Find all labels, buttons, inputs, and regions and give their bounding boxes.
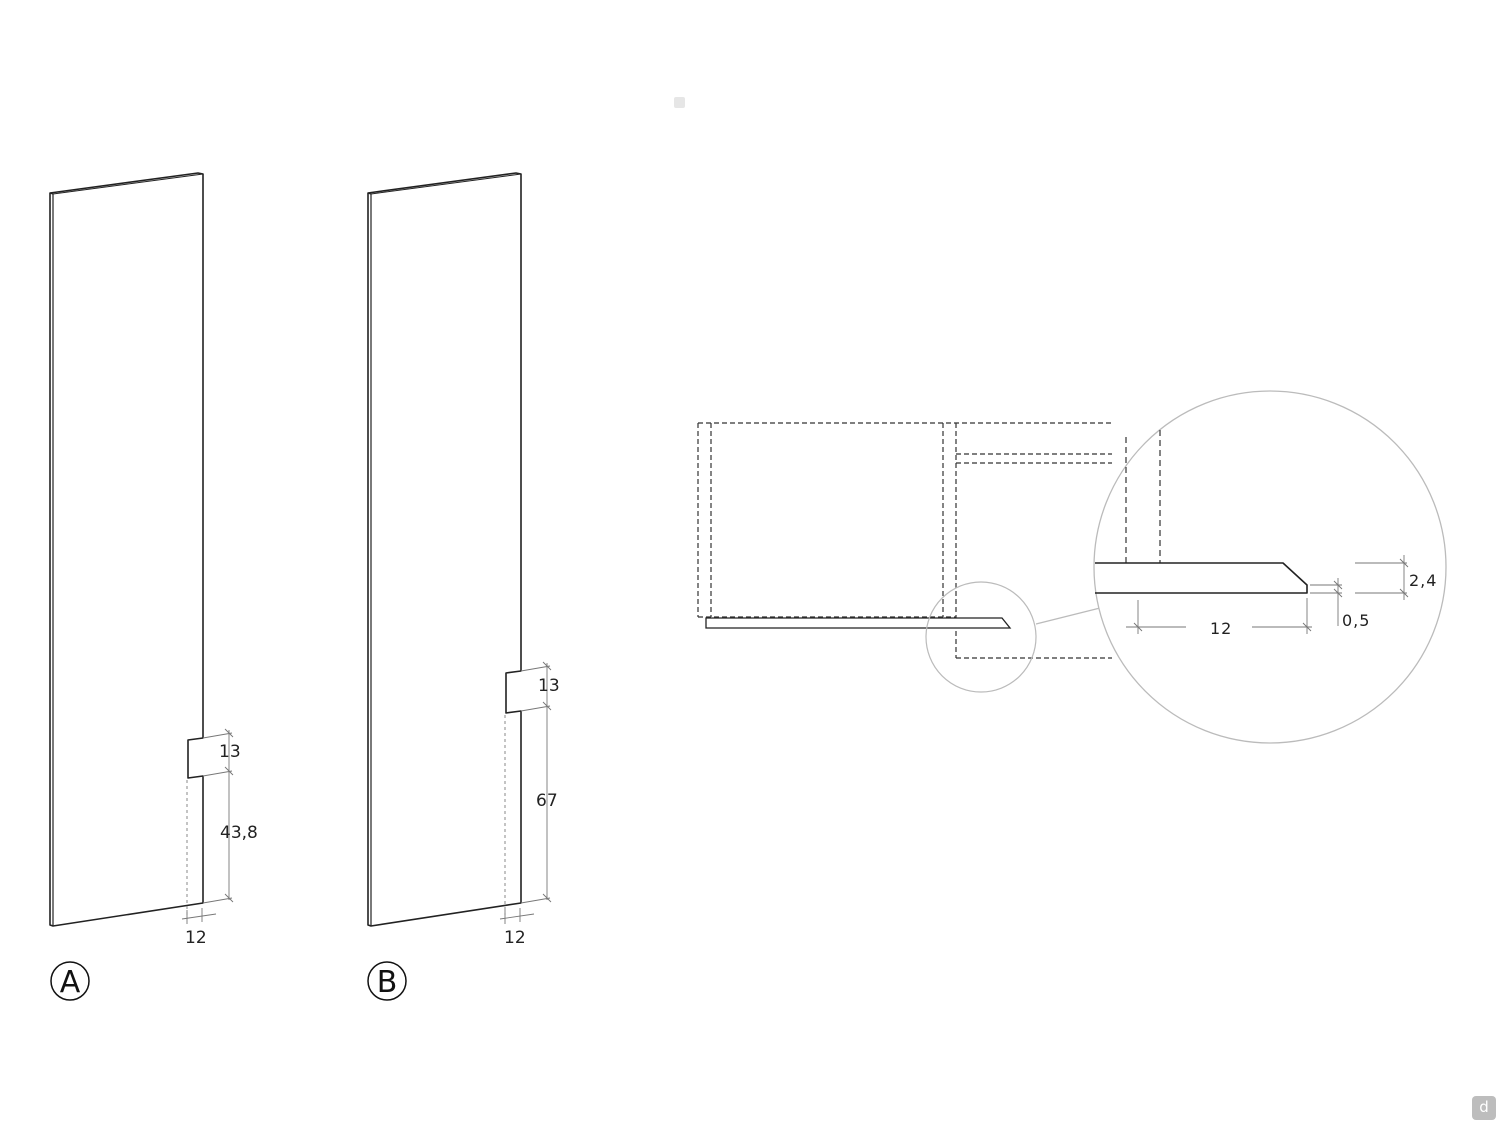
panel-b-height-dim: 67 [536,791,558,811]
detail-marker-circle [925,581,1037,693]
panel-b-notch-dim: 13 [538,676,560,696]
brand-logo: d [1472,1096,1496,1120]
panel-a-label: A [60,965,81,1000]
section-view [697,422,1112,693]
shelf-profile [705,617,1012,629]
detail-width-dim: 12 [1210,619,1232,638]
panel-a-height-dim: 43,8 [220,823,258,843]
detail-circle [1093,390,1447,744]
detail-edge-dim: 0,5 [1342,611,1370,630]
panel-b: 13 67 12 B [367,172,560,1001]
panel-a-notch-dim: 13 [219,742,241,762]
panel-a: 13 43,8 12 A [49,172,258,1001]
detail-view: 12 2,4 0,5 [1093,390,1447,744]
panel-a-outline [49,172,204,927]
detail-shelf-profile [1095,562,1308,594]
panel-b-width-dim: 12 [504,928,526,948]
panel-a-width-dim: 12 [185,928,207,948]
panel-b-label: B [377,965,398,1000]
small-square-mark [674,97,685,108]
panel-b-label-circle [367,961,407,1001]
panel-a-label-circle [50,961,90,1001]
panel-b-outline [367,172,522,927]
detail-thickness-dim: 2,4 [1409,571,1437,590]
